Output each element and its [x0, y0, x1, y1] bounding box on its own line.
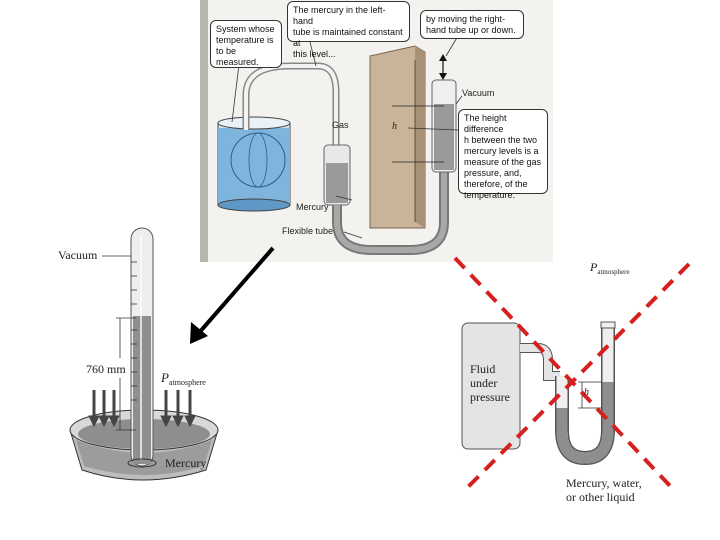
atmosphere-pressure-arrows [88, 390, 196, 428]
callout-mercury-constant: The mercury in the left-hand tube is mai… [287, 1, 410, 59]
barometer-label-mercury: Mercury [165, 456, 207, 470]
label-vacuum-top: Vacuum [462, 88, 495, 98]
barometer-label-pressure: Patmosphere [161, 370, 206, 387]
barometer-p-symbol: P [161, 370, 169, 385]
label-mercury-top: Mercury [296, 202, 329, 212]
water-beaker [217, 116, 291, 212]
up-down-arrow-icon [439, 54, 447, 80]
manometer-label-liquid: Mercury, water, or other liquid [566, 476, 642, 504]
barometer-p-subscript: atmosphere [168, 378, 206, 387]
manometer-p-subscript: atmosphere [597, 268, 630, 276]
label-gas: Gas [332, 120, 349, 130]
callout-move-right-tube: by moving the right- hand tube up or dow… [420, 10, 524, 39]
cross-out-mark [453, 256, 691, 490]
manometer-label-pressure: Patmosphere [590, 260, 630, 276]
label-flexible-tube: Flexible tube [282, 226, 334, 236]
u-tube [555, 321, 616, 466]
manometer-label-fluid: Fluid under pressure [470, 362, 510, 404]
callout-system-to-measure: System whose temperature is to be measur… [210, 20, 282, 68]
height-dimension [116, 317, 136, 431]
right-mercury-column [431, 79, 457, 173]
fluid-container [461, 322, 521, 450]
label-h-top: h [392, 121, 397, 132]
height-scale [369, 45, 426, 229]
page-binding-edge [200, 0, 208, 262]
barometer-label-height: 760 mm [86, 362, 126, 376]
manometer-p-symbol: P [590, 260, 598, 274]
barometer-tube [127, 227, 157, 468]
left-mercury-column [323, 144, 351, 206]
manometer-label-h: h [584, 387, 589, 398]
barometer-label-vacuum: Vacuum [58, 248, 98, 262]
callout-height-difference: The height difference h between the two … [458, 109, 548, 200]
